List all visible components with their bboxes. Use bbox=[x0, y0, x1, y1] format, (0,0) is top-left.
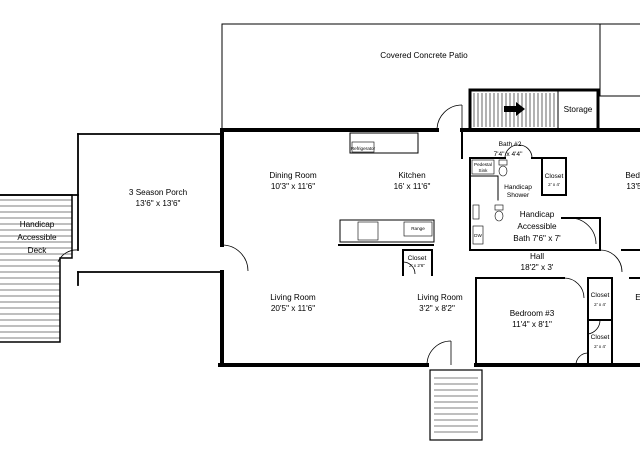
bar-counter bbox=[338, 244, 434, 246]
bedroom3-label: Bedroom #3 bbox=[510, 309, 555, 318]
hall-label: Hall bbox=[530, 252, 544, 261]
porch-dims: 13'6" x 13'6" bbox=[136, 199, 181, 208]
living-room-1-label: Living Room bbox=[270, 293, 316, 302]
pedestal-sink-label-2: Sink bbox=[479, 168, 489, 173]
entry-steps bbox=[429, 369, 483, 441]
storage-label: Storage bbox=[564, 105, 593, 114]
stair-direction-arrow-icon bbox=[504, 102, 525, 116]
closet-right-b-dims: 2' x 4' bbox=[594, 344, 606, 349]
bath-closet-dims: 2' x 4' bbox=[548, 182, 560, 187]
door-swings bbox=[221, 104, 623, 366]
pedestal-sink-label-1: Pedestal bbox=[474, 162, 492, 167]
bedroom-top-right-dims: 13'5 bbox=[626, 182, 640, 191]
handicap-shower-label-2: Shower bbox=[507, 192, 530, 199]
deck-label-1: Handicap bbox=[20, 220, 55, 229]
dw-label: DW bbox=[474, 233, 482, 238]
living-closet-dims: 2' x 2'6" bbox=[409, 263, 425, 268]
bedroom-top-right-label: Bedr bbox=[625, 171, 640, 180]
exterior-walls bbox=[218, 128, 640, 367]
dining-label: Dining Room bbox=[269, 171, 317, 180]
kitchen-dims: 16' x 11'6" bbox=[394, 182, 431, 191]
pedestal-sink bbox=[471, 159, 495, 175]
kitchen-counter-top bbox=[349, 132, 419, 154]
handicap-bath-label-1: Handicap bbox=[520, 210, 555, 219]
covered-patio-outline bbox=[221, 23, 640, 131]
bath-closet-label: Closet bbox=[545, 173, 564, 180]
handicap-bath-label-2: Accessible bbox=[517, 222, 557, 231]
deck-outline bbox=[0, 194, 73, 343]
patio-label: Covered Concrete Patio bbox=[380, 51, 468, 60]
porch-door-swing bbox=[57, 249, 79, 263]
bath2-dims: 7'4" x 4'4" bbox=[494, 151, 523, 158]
living-room-2-label: Living Room bbox=[417, 293, 463, 302]
bath2-label: Bath #2 bbox=[499, 141, 522, 148]
handicap-bath-fixtures bbox=[472, 204, 504, 245]
porch-walls bbox=[0, 133, 223, 286]
porch-label: 3 Season Porch bbox=[129, 188, 188, 197]
refrigerator-label: Refrigerator bbox=[351, 146, 376, 151]
closet-right-b-label: Closet bbox=[591, 334, 610, 341]
fixture-labels: Refrigerator Range Pedestal Sink Handica… bbox=[351, 146, 532, 238]
living-closet-label: Closet bbox=[408, 255, 427, 262]
storage-stair-block bbox=[468, 88, 600, 132]
deck-label-2: Accessible bbox=[17, 233, 57, 242]
range-label: Range bbox=[411, 226, 425, 231]
closet-labels: Closet 2' x 4' Closet 2' x 2'6" Closet 2… bbox=[408, 173, 610, 349]
dining-dims: 10'3" x 11'6" bbox=[271, 182, 315, 191]
kitchen-counter-bottom bbox=[339, 219, 435, 243]
handicap-shower-label-1: Handicap bbox=[504, 184, 532, 191]
closet-right-a-dims: 2' x 4' bbox=[594, 302, 606, 307]
kitchen-label: Kitchen bbox=[398, 171, 426, 180]
living-room-2-dims: 3'2" x 8'2" bbox=[419, 304, 455, 313]
right-edge-label: E bbox=[635, 293, 640, 302]
interior-walls bbox=[402, 129, 640, 366]
thin-partitions bbox=[469, 175, 499, 201]
toilet bbox=[498, 159, 508, 177]
room-labels: Covered Concrete Patio Storage Kitchen 1… bbox=[17, 51, 640, 329]
closet-right-a-label: Closet bbox=[591, 292, 610, 299]
deck-boards bbox=[0, 199, 72, 339]
living-room-1-dims: 20'5" x 11'6" bbox=[271, 304, 315, 313]
deck-label-3: Deck bbox=[28, 246, 48, 255]
handicap-bath-label-3: Bath 7'6" x 7' bbox=[513, 234, 561, 243]
hall-dims: 18'2" x 3' bbox=[521, 263, 554, 272]
bedroom3-dims: 11'4" x 8'1" bbox=[512, 320, 552, 329]
